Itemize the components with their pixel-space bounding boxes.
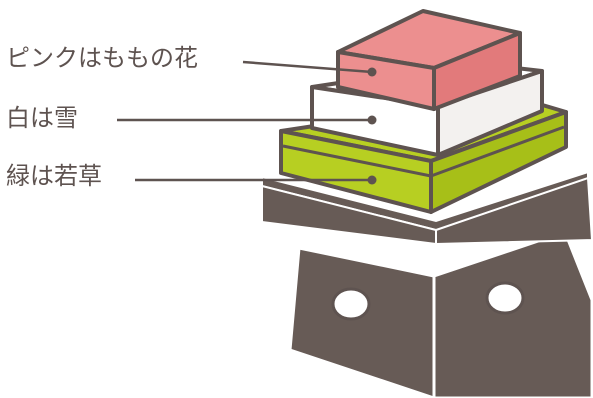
label-white-snow: 白は雪 <box>6 104 78 132</box>
stand-tray <box>261 170 593 246</box>
stand-hole-left <box>331 287 371 321</box>
leader-lines <box>117 60 377 185</box>
stand-base-left-face <box>288 246 436 398</box>
stand-base-right-face <box>432 230 593 398</box>
leader-dot-white <box>367 115 377 125</box>
stand-tray-front <box>261 184 437 246</box>
leader-dot-green <box>367 175 377 185</box>
layer-green-right <box>429 110 568 214</box>
layer-pink-right <box>432 31 522 111</box>
stand-hole-right <box>485 281 525 315</box>
leader-dot-pink <box>367 67 377 77</box>
label-pink-peach-blossom: ピンクはももの花 <box>6 44 198 72</box>
stand-base <box>288 230 593 398</box>
label-green-young-grass: 緑は若草 <box>6 162 102 190</box>
leader-line-pink <box>242 60 373 74</box>
layer-pink <box>336 9 522 111</box>
